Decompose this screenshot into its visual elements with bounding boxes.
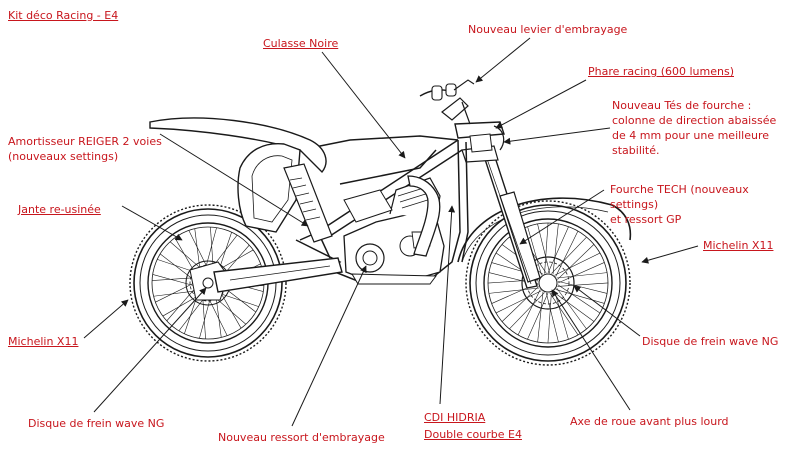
spoke (552, 291, 595, 322)
label-kit-deco: Kit déco Racing - E4 (8, 9, 119, 22)
spoke (527, 226, 542, 276)
label-tes-fourche-line-1: Nouveau Tés de fourche : (612, 99, 752, 112)
spoke (155, 282, 195, 303)
spoke (549, 292, 579, 336)
arrow-disque-front (573, 285, 641, 337)
label-fourche: Fourche TECH (nouveaux settings) et ress… (610, 182, 798, 227)
arrow-fourche (519, 189, 605, 245)
spoke (213, 295, 247, 325)
spoke (495, 290, 542, 314)
spoke (199, 296, 212, 339)
spoke (207, 296, 228, 336)
label-phare: Phare racing (600 lumens) (588, 65, 734, 78)
arrow-tes-fourche (503, 127, 611, 145)
spoke (188, 230, 209, 270)
label-fourche-line-1: Fourche TECH (nouveaux settings) (610, 183, 749, 211)
label-amortisseur-line-1: Amortisseur REIGER 2 voies (8, 135, 162, 148)
spoke (202, 295, 206, 339)
arrow-cdi (439, 205, 456, 405)
label-amortisseur-line-2: (nouveaux settings) (8, 150, 119, 163)
handlebar (419, 79, 475, 125)
spoke (544, 222, 549, 274)
spoke (488, 287, 540, 294)
label-cdi: CDI HIDRIA (424, 411, 486, 424)
spoke (547, 292, 552, 344)
label-amortisseur: Amortisseur REIGER 2 voies (nouveaux set… (8, 134, 208, 164)
spoke (557, 282, 609, 287)
label-michelin-front: Michelin X11 (703, 239, 774, 252)
spoke (210, 227, 214, 271)
label-tes-fourche-line-4: stabilité. (612, 144, 660, 157)
front-brake-disc (521, 256, 575, 310)
spoke (517, 289, 541, 336)
label-levier: Nouveau levier d'embrayage (468, 23, 628, 36)
arrow-michelin-rear (83, 299, 129, 339)
spoke (557, 244, 595, 280)
spoke (527, 292, 549, 340)
spoke (152, 274, 195, 287)
label-tes-fourche-line-3: de 4 mm pour une meilleure (612, 129, 770, 142)
front-mudguard (457, 197, 632, 263)
label-axe: Axe de roue avant plus lourd (570, 415, 729, 428)
spoke (554, 252, 601, 276)
label-jante: Jante re-usinée (18, 203, 101, 216)
spoke (555, 289, 605, 304)
spoke (545, 292, 559, 343)
label-disque-front: Disque de frein wave NG (642, 335, 779, 348)
label-ressort: Nouveau ressort d'embrayage (218, 431, 385, 444)
spoke (159, 253, 195, 281)
spoke (555, 230, 579, 277)
spoke (153, 290, 197, 297)
spoke (509, 292, 545, 330)
spoke (557, 280, 608, 294)
rear-shock (283, 163, 333, 243)
spoke (557, 284, 601, 314)
spoke (219, 290, 242, 329)
spoke (215, 294, 222, 338)
spoke (554, 290, 569, 340)
label-fourche-line-2: et ressort GP (610, 213, 682, 226)
label-tes-fourche: Nouveau Tés de fourche : colonne de dire… (612, 98, 798, 158)
spoke (537, 223, 551, 274)
label-michelin-rear: Michelin X11 (8, 335, 79, 348)
spoke (552, 223, 559, 275)
spoke (551, 236, 587, 274)
arrow-jante (121, 205, 183, 241)
label-disque-rear: Disque de frein wave NG (28, 417, 165, 430)
arrow-phare (495, 79, 587, 129)
headstock (454, 121, 505, 163)
spoke (547, 226, 569, 274)
spoke (169, 241, 203, 271)
arrow-michelin-front (641, 245, 699, 264)
spoke (501, 286, 539, 322)
arrow-disque-rear (93, 287, 207, 413)
spoke (537, 291, 544, 343)
arrow-amortisseur (159, 133, 309, 227)
front-fork (481, 147, 541, 289)
arrow-culasse (321, 51, 406, 159)
label-culasse: Culasse Noire (263, 37, 339, 50)
spoke (556, 287, 587, 330)
rear-fender (149, 117, 327, 233)
label-tes-fourche-line-2: colonne de direction abaissée (612, 114, 777, 127)
side-cover (343, 189, 393, 223)
spoke (178, 296, 206, 332)
spoke (194, 228, 201, 272)
spoke (162, 294, 201, 317)
spoke (152, 277, 196, 281)
arrow-levier (475, 37, 531, 83)
spoke (557, 262, 605, 284)
label-double-courbe: Double courbe E4 (424, 428, 522, 441)
arrow-ressort (291, 265, 367, 427)
spoke (204, 227, 217, 270)
exhaust (407, 175, 441, 257)
arrow-axe (551, 289, 631, 411)
spoke (217, 292, 259, 307)
spoke (166, 288, 196, 322)
spoke (556, 272, 608, 279)
swingarm (213, 257, 343, 293)
callout-arrows (83, 37, 699, 427)
